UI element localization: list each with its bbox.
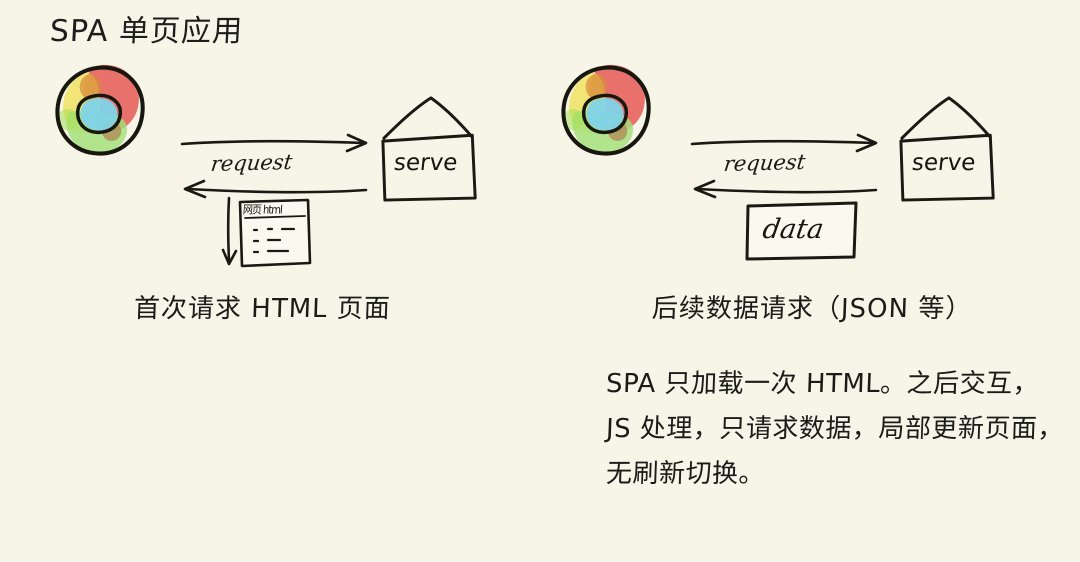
- request-arrow-label: request: [722, 149, 807, 177]
- browser-logo-icon: [548, 52, 664, 168]
- explanation-line: JS 处理，只请求数据，局部更新页面，: [605, 414, 1065, 444]
- arrow-left-icon: [183, 179, 368, 199]
- panel-first-request: request serve: [0, 0, 540, 340]
- house-server-icon: serve: [378, 92, 486, 204]
- arrow-left-icon: [693, 179, 878, 199]
- server-label: serve: [392, 150, 459, 176]
- request-arrow-label: request: [209, 149, 294, 177]
- arrow-right-icon: [690, 133, 878, 153]
- request-arrow-group: request: [688, 132, 898, 202]
- explanation-paragraph: SPA 只加载一次 HTML。之后交互， JS 处理，只请求数据，局部更新页面，…: [605, 362, 1066, 497]
- explanation-line: SPA 只加载一次 HTML。之后交互，: [605, 369, 1040, 399]
- caption-subsequent-request: 后续数据请求（JSON 等）: [651, 294, 973, 324]
- caption-first-request: 首次请求 HTML 页面: [133, 294, 392, 324]
- data-packet-label: data: [760, 214, 826, 245]
- data-packet-icon: data: [744, 200, 860, 262]
- browser-logo-icon: [42, 52, 158, 168]
- arrow-right-icon: [180, 133, 368, 153]
- house-server-icon: serve: [896, 92, 1004, 204]
- server-label: serve: [910, 150, 977, 176]
- html-document-label: 网页 html: [242, 204, 283, 218]
- explanation-line: 无刷新切换。: [605, 459, 766, 489]
- panel-subsequent-request: request serve data 后续数据请求（JSON 等）: [504, 0, 1080, 340]
- request-arrow-group: request: [178, 132, 388, 202]
- html-document-icon: 网页 html: [218, 196, 314, 274]
